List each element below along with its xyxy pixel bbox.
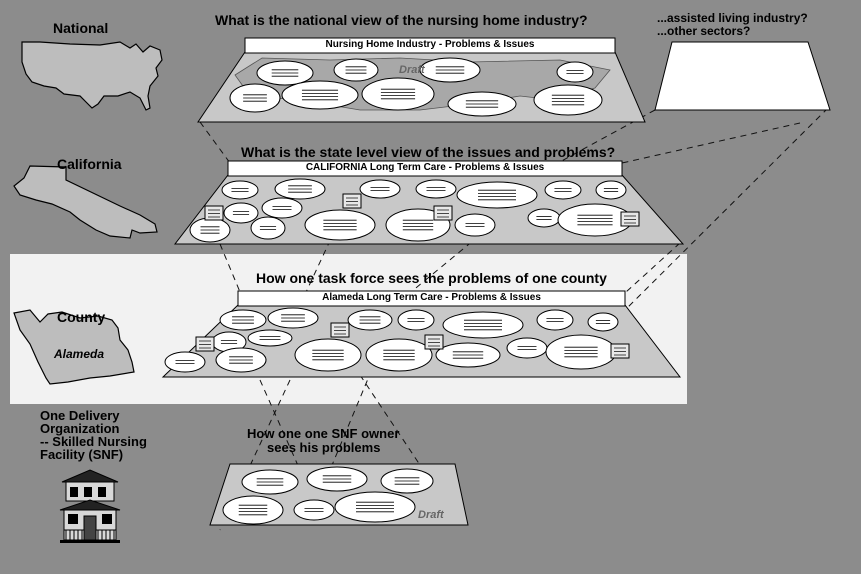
snf-question: How one one SNF owner sees his problems (247, 427, 399, 455)
national-issue-bubble (256, 60, 314, 86)
county-issue-bubble (442, 311, 524, 339)
county-note-box (610, 343, 630, 359)
county-issue-bubble (347, 309, 393, 331)
california-issue-bubble (274, 178, 326, 200)
california-issue-bubble (595, 180, 627, 200)
california-map-icon (13, 165, 158, 239)
snf-issue-bubble (222, 495, 284, 525)
national-issue-bubble (556, 61, 594, 83)
california-issue-bubble (544, 180, 582, 200)
county-sheet-titlebar (237, 290, 626, 307)
california-label: California (57, 156, 122, 172)
issue-bubbles (164, 57, 640, 525)
national-issue-bubble (447, 91, 517, 117)
snf-issue-bubble (241, 469, 299, 495)
national-issue-bubble (281, 80, 359, 110)
national-issue-bubble (333, 58, 379, 82)
snf-draft-watermark: Draft (418, 509, 444, 521)
national-issue-bubble (533, 84, 603, 116)
national-question: What is the national view of the nursing… (215, 12, 588, 28)
california-issue-bubble (304, 209, 376, 241)
other-sectors-question: ...assisted living industry? ...other se… (657, 12, 808, 38)
other-sectors-line-2: ...other sectors? (657, 24, 751, 38)
county-issue-bubble (215, 347, 267, 373)
county-note-box (330, 322, 350, 338)
county-issue-bubble (219, 309, 267, 331)
california-issue-bubble (221, 180, 259, 200)
national-issue-bubble (361, 77, 435, 111)
california-note-box (620, 211, 640, 227)
california-issue-bubble (223, 202, 259, 224)
snf-issue-bubble (334, 491, 416, 523)
california-issue-bubble (189, 217, 231, 243)
county-map-icon (13, 309, 135, 385)
county-issue-bubble (545, 334, 617, 370)
county-issue-bubble (506, 337, 548, 359)
county-issue-bubble (587, 312, 619, 332)
california-issue-bubble (415, 179, 457, 199)
county-issue-bubble (294, 338, 362, 372)
snf-issue-bubble (306, 466, 368, 492)
snf-issue-bubble (380, 468, 434, 494)
california-note-box (204, 205, 224, 221)
snf-question-line-1: How one one SNF owner (247, 426, 400, 441)
snf-label-line-2: Organization (40, 421, 120, 436)
county-sheet-title: Alameda Long Term Care - Problems & Issu… (322, 292, 541, 303)
national-sheet-titlebar (244, 37, 616, 54)
other-sectors-sheet (654, 41, 831, 111)
california-issue-bubble (261, 197, 303, 219)
county-issue-bubble (267, 307, 319, 329)
county-issue-bubble (397, 309, 435, 331)
national-issue-bubble (419, 57, 481, 83)
county-issue-bubble (365, 338, 433, 372)
national-sheet-title: Nursing Home Industry - Problems & Issue… (325, 39, 535, 50)
snf-label-line-1: One Delivery (40, 408, 120, 423)
snf-label-line-3: -- Skilled Nursing (40, 434, 147, 449)
nursing-home-building-icon (59, 469, 121, 543)
snf-question-line-2: sees his problems (267, 440, 381, 455)
california-issue-bubble (456, 181, 538, 209)
california-sheet-titlebar (227, 160, 623, 177)
california-issue-bubble (527, 208, 561, 228)
county-note-box (424, 334, 444, 350)
california-issue-bubble (454, 213, 496, 237)
county-label: County (57, 309, 106, 325)
national-issue-bubble (229, 83, 281, 113)
california-note-box (433, 205, 453, 221)
national-label: National (53, 20, 109, 36)
county-issue-bubble (435, 342, 501, 368)
california-issue-bubble (557, 203, 633, 237)
county-issue-bubble (536, 309, 574, 331)
california-sheet-title: CALIFORNIA Long Term Care - Problems & I… (305, 162, 545, 173)
snf-label: One Delivery Organization -- Skilled Nur… (40, 409, 147, 461)
county-note-box (195, 336, 215, 352)
california-note-box (342, 193, 362, 209)
county-question: How one task force sees the problems of … (256, 270, 607, 286)
california-issue-bubble (250, 216, 286, 240)
california-issue-bubble (359, 179, 401, 199)
alameda-label: Alameda (54, 347, 105, 361)
other-sectors-line-1: ...assisted living industry? (657, 11, 808, 25)
national-draft-watermark: Draft (399, 64, 425, 76)
county-issue-bubble (247, 329, 293, 347)
snf-issue-bubble (293, 499, 335, 521)
state-question: What is the state level view of the issu… (241, 144, 616, 160)
snf-label-line-4: Facility (SNF) (40, 447, 124, 462)
county-issue-bubble (164, 351, 206, 373)
usa-map-icon (21, 41, 163, 111)
